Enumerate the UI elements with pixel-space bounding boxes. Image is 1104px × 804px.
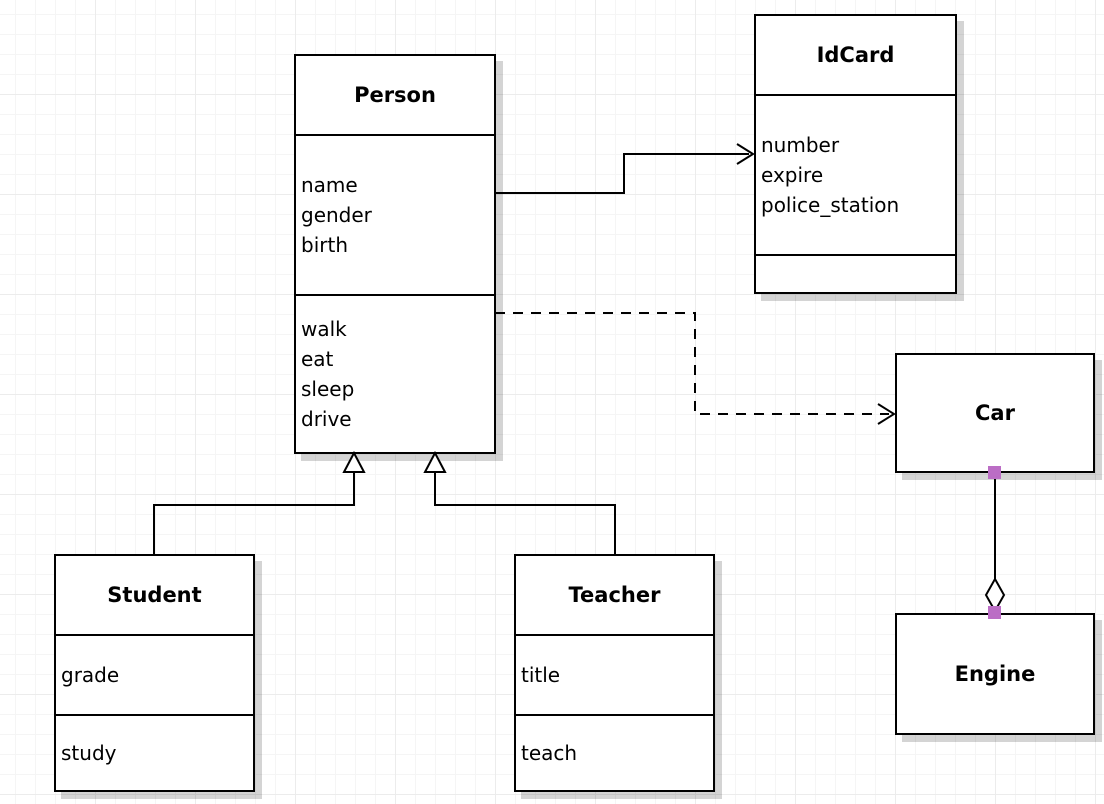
method[interactable]: eat xyxy=(301,347,334,371)
method[interactable]: sleep xyxy=(301,377,355,401)
open-arrow-icon xyxy=(877,403,896,425)
attribute[interactable]: name xyxy=(301,173,358,197)
attribute[interactable]: number xyxy=(761,133,840,157)
class-engine[interactable]: Engine xyxy=(895,613,1095,735)
class-idcard-attributes[interactable]: number expire police_station xyxy=(756,94,955,254)
method[interactable]: study xyxy=(61,741,117,765)
class-student-methods[interactable]: study xyxy=(56,714,253,790)
class-person-title[interactable]: Person xyxy=(354,83,436,107)
class-idcard-methods[interactable] xyxy=(756,254,955,292)
class-teacher-title[interactable]: Teacher xyxy=(568,583,661,607)
class-student[interactable]: Student grade study xyxy=(54,554,255,792)
hollow-triangle-icon xyxy=(342,450,366,473)
class-person-attributes[interactable]: name gender birth xyxy=(296,134,494,294)
class-teacher-attributes[interactable]: title xyxy=(516,634,713,714)
class-car-title[interactable]: Car xyxy=(975,401,1015,425)
method[interactable]: walk xyxy=(301,317,347,341)
class-idcard[interactable]: IdCard number expire police_station xyxy=(754,14,957,294)
class-person[interactable]: Person name gender birth walk eat sleep … xyxy=(294,54,496,454)
generalization-teacher-person[interactable] xyxy=(423,450,616,554)
attribute[interactable]: title xyxy=(521,663,561,687)
attribute[interactable]: police_station xyxy=(761,193,900,217)
class-teacher[interactable]: Teacher title teach xyxy=(514,554,715,792)
attribute[interactable]: gender xyxy=(301,203,372,227)
class-idcard-title[interactable]: IdCard xyxy=(816,43,895,67)
attribute[interactable]: expire xyxy=(761,163,824,187)
class-car[interactable]: Car xyxy=(895,353,1095,473)
dependency-person-car[interactable] xyxy=(495,312,896,425)
class-engine-title[interactable]: Engine xyxy=(954,662,1036,686)
open-arrow-icon xyxy=(736,143,755,165)
attribute[interactable]: grade xyxy=(61,663,120,687)
class-student-attributes[interactable]: grade xyxy=(56,634,253,714)
hollow-triangle-icon xyxy=(423,450,447,473)
generalization-student-person[interactable] xyxy=(153,450,366,554)
association-person-idcard[interactable] xyxy=(495,143,755,194)
method[interactable]: teach xyxy=(521,741,578,765)
attribute[interactable]: birth xyxy=(301,233,348,257)
aggregation-car-engine[interactable] xyxy=(984,466,1006,619)
class-person-methods[interactable]: walk eat sleep drive xyxy=(296,294,494,452)
method[interactable]: drive xyxy=(301,407,352,431)
class-student-title[interactable]: Student xyxy=(107,583,202,607)
class-teacher-methods[interactable]: teach xyxy=(516,714,713,790)
hollow-diamond-icon xyxy=(984,576,1006,614)
